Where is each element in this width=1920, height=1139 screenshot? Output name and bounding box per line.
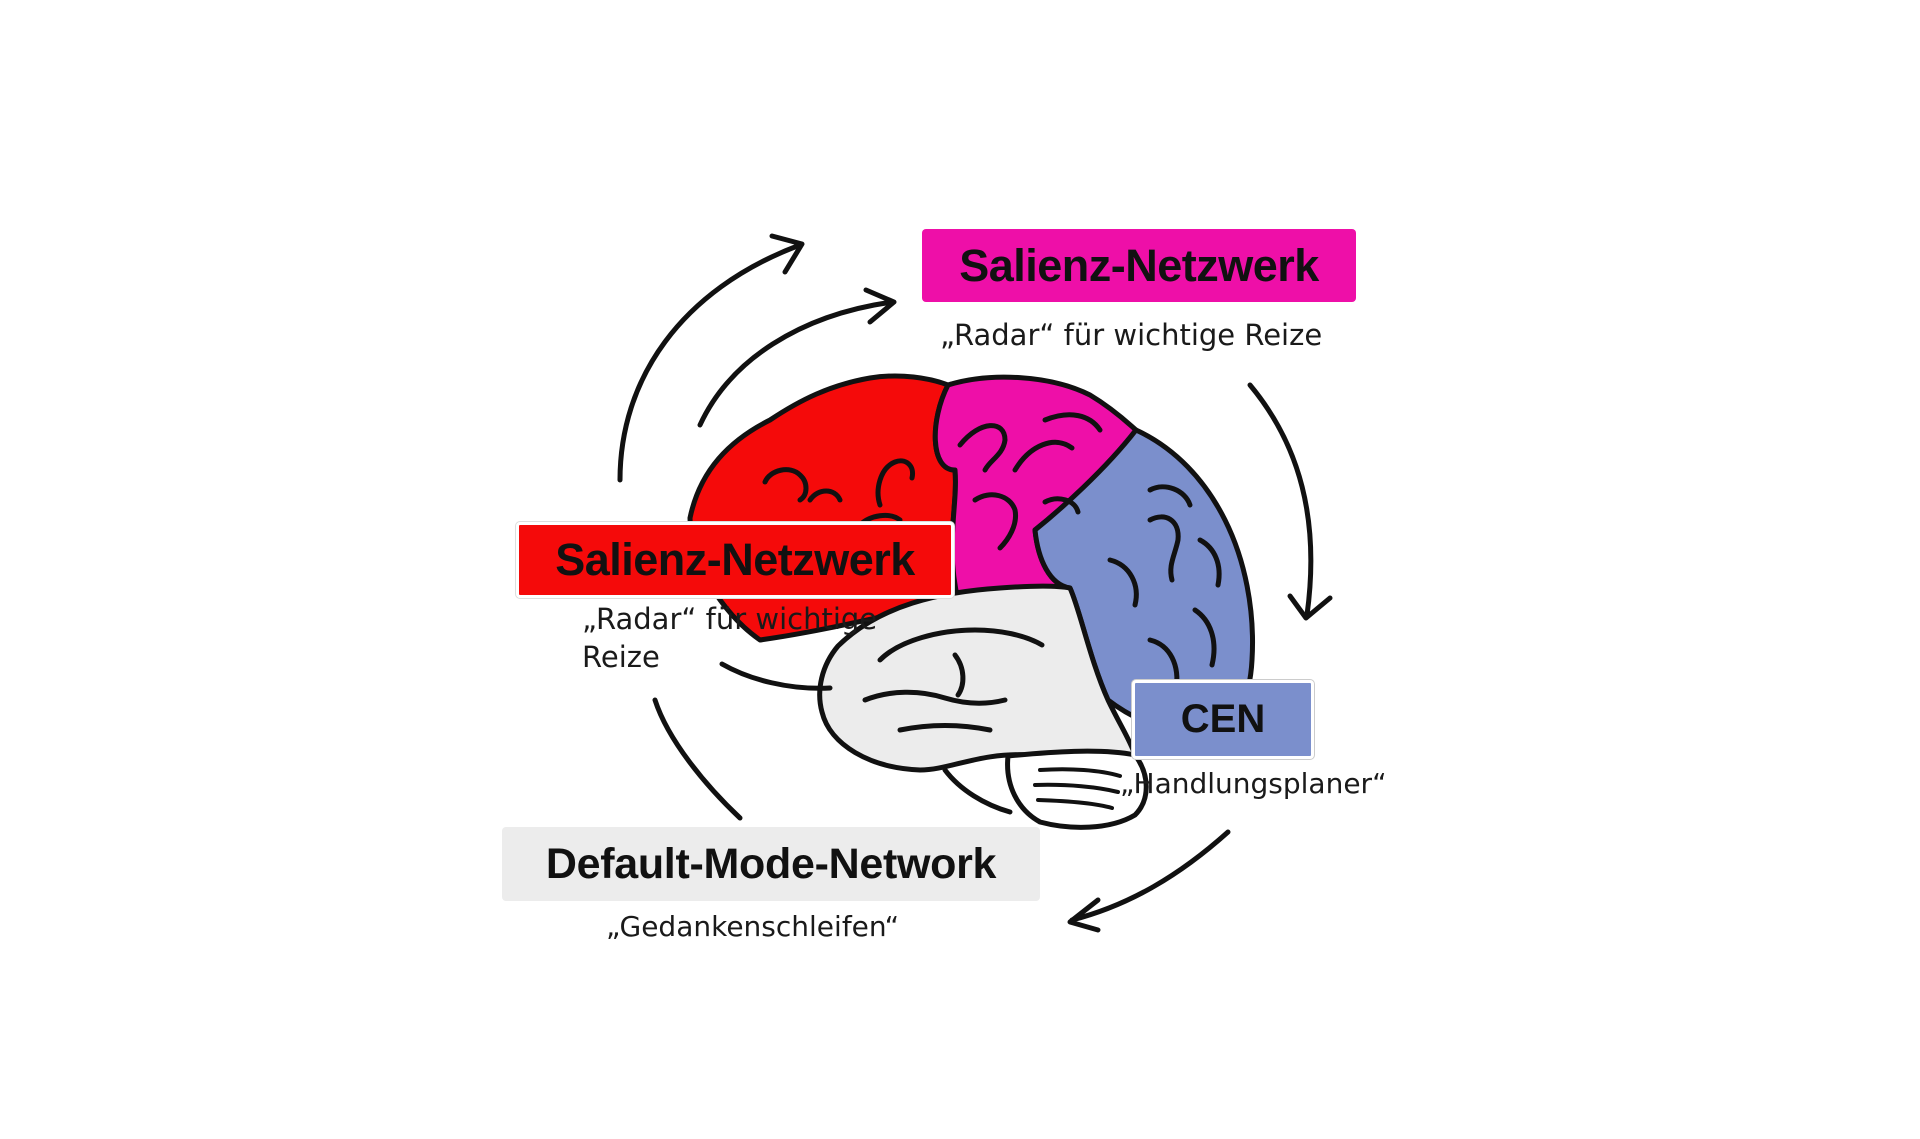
- arrow-outer-left-head: [769, 233, 805, 275]
- arrow-inner-top-head: [863, 287, 897, 325]
- arrow-inner-top: [697, 299, 895, 428]
- frontal-base-line: [719, 661, 833, 691]
- default-mode-network-caption: „Gedankenschleifen“: [606, 910, 900, 943]
- arrow-bottom: [1069, 829, 1231, 923]
- cen-label: CEN: [1132, 680, 1314, 759]
- arrow-right-head: [1287, 593, 1333, 621]
- cen-caption: „Handlungsplaner“: [1120, 767, 1387, 800]
- arrow-bottom-head: [1067, 897, 1101, 933]
- arrow-outer-left: [617, 242, 803, 483]
- salience-network-label-left: Salienz-Netzwerk: [516, 522, 954, 598]
- cycle-arrows: [617, 233, 1333, 933]
- salience-network-label-top: Salienz-Netzwerk: [922, 229, 1356, 302]
- arrow-right: [1247, 382, 1314, 618]
- default-mode-network-label: Default-Mode-Network: [502, 827, 1040, 901]
- arrow-left-lower: [652, 697, 743, 821]
- cerebellum-folds: [1033, 767, 1122, 810]
- brain-stem: [942, 767, 1013, 815]
- salience-network-caption-left: „Radar“ für wichtige Reize: [582, 602, 878, 674]
- salience-network-caption-top: „Radar“ für wichtige Reize: [940, 318, 1323, 352]
